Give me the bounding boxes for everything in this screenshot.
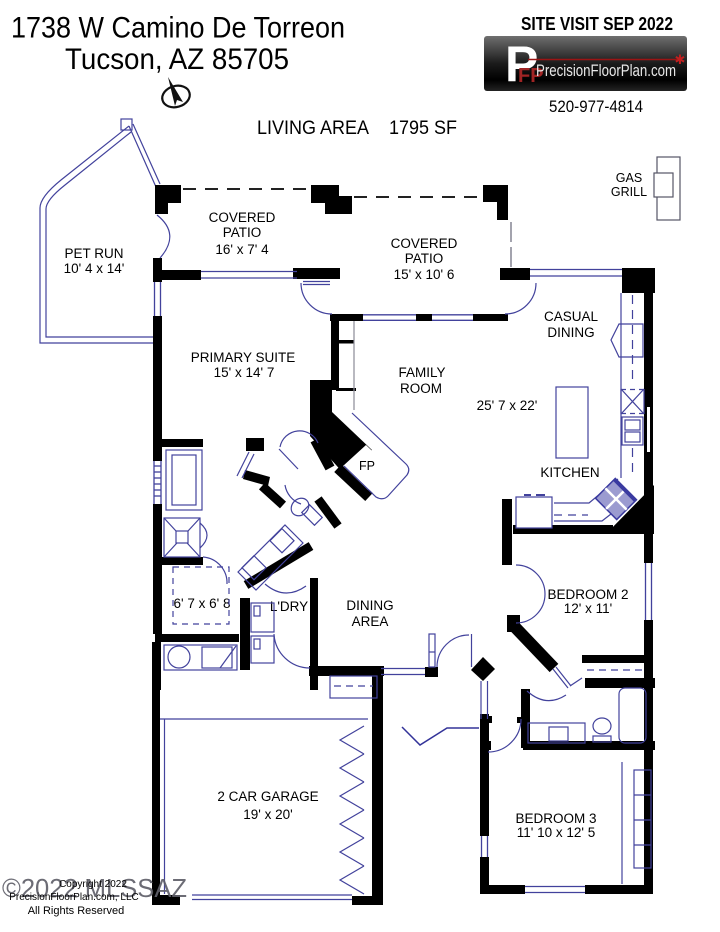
svg-text:BEDROOM 3: BEDROOM 3 <box>515 811 596 826</box>
svg-text:FAMILY: FAMILY <box>398 365 445 380</box>
svg-text:COVERED: COVERED <box>209 210 276 225</box>
svg-text:L'DRY: L'DRY <box>270 599 308 614</box>
svg-text:PrecisionFloorPlan.com, LLC: PrecisionFloorPlan.com, LLC <box>9 892 139 903</box>
svg-text:25' 7 x 22': 25' 7 x 22' <box>477 398 538 413</box>
svg-text:11' 10 x 12' 5: 11' 10 x 12' 5 <box>517 825 595 840</box>
svg-text:15' x 10' 6: 15' x 10' 6 <box>394 267 455 282</box>
svg-text:2 CAR GARAGE: 2 CAR GARAGE <box>217 789 318 804</box>
svg-text:16' x 7' 4: 16' x 7' 4 <box>215 242 269 257</box>
svg-text:©2022 MLSSAZ: ©2022 MLSSAZ <box>2 873 187 903</box>
svg-text:ROOM: ROOM <box>400 381 442 396</box>
svg-text:PRIMARY SUITE: PRIMARY SUITE <box>191 350 296 365</box>
svg-text:FP: FP <box>359 459 375 473</box>
svg-text:SITE VISIT SEP 2022: SITE VISIT SEP 2022 <box>521 14 673 34</box>
svg-text:15' x 14' 7: 15' x 14' 7 <box>214 365 275 380</box>
svg-text:PrecisionFloorPlan.com: PrecisionFloorPlan.com <box>536 61 676 80</box>
svg-text:P: P <box>505 36 538 92</box>
svg-text:All Rights Reserved: All Rights Reserved <box>28 905 125 917</box>
svg-text:PATIO: PATIO <box>405 251 444 266</box>
svg-text:520-977-4814: 520-977-4814 <box>549 97 643 116</box>
svg-text:1738 W Camino De Torreon: 1738 W Camino De Torreon <box>11 12 345 45</box>
svg-text:19' x 20': 19' x 20' <box>243 807 292 822</box>
svg-text:DINING: DINING <box>346 598 393 613</box>
svg-text:Copyright 2022: Copyright 2022 <box>59 879 127 890</box>
svg-text:BEDROOM 2: BEDROOM 2 <box>547 587 628 602</box>
svg-text:KITCHEN: KITCHEN <box>540 465 599 480</box>
svg-text:✱: ✱ <box>675 52 686 67</box>
svg-text:COVERED: COVERED <box>391 236 458 251</box>
svg-text:DINING: DINING <box>547 325 594 340</box>
svg-text:LIVING AREA 1795 SF: LIVING AREA 1795 SF <box>257 118 457 139</box>
svg-text:AREA: AREA <box>352 614 389 629</box>
svg-text:GAS: GAS <box>616 171 642 185</box>
svg-text:PET RUN: PET RUN <box>64 246 123 261</box>
svg-text:10' 4 x 14': 10' 4 x 14' <box>64 261 125 276</box>
svg-text:12' x 11': 12' x 11' <box>564 601 612 616</box>
svg-text:CASUAL: CASUAL <box>544 309 599 324</box>
svg-text:Tucson, AZ 85705: Tucson, AZ 85705 <box>65 43 289 76</box>
svg-text:6' 7 x 6' 8: 6' 7 x 6' 8 <box>174 596 231 611</box>
svg-text:FP: FP <box>518 65 544 87</box>
svg-text:PATIO: PATIO <box>223 225 262 240</box>
svg-text:GRILL: GRILL <box>611 185 647 199</box>
